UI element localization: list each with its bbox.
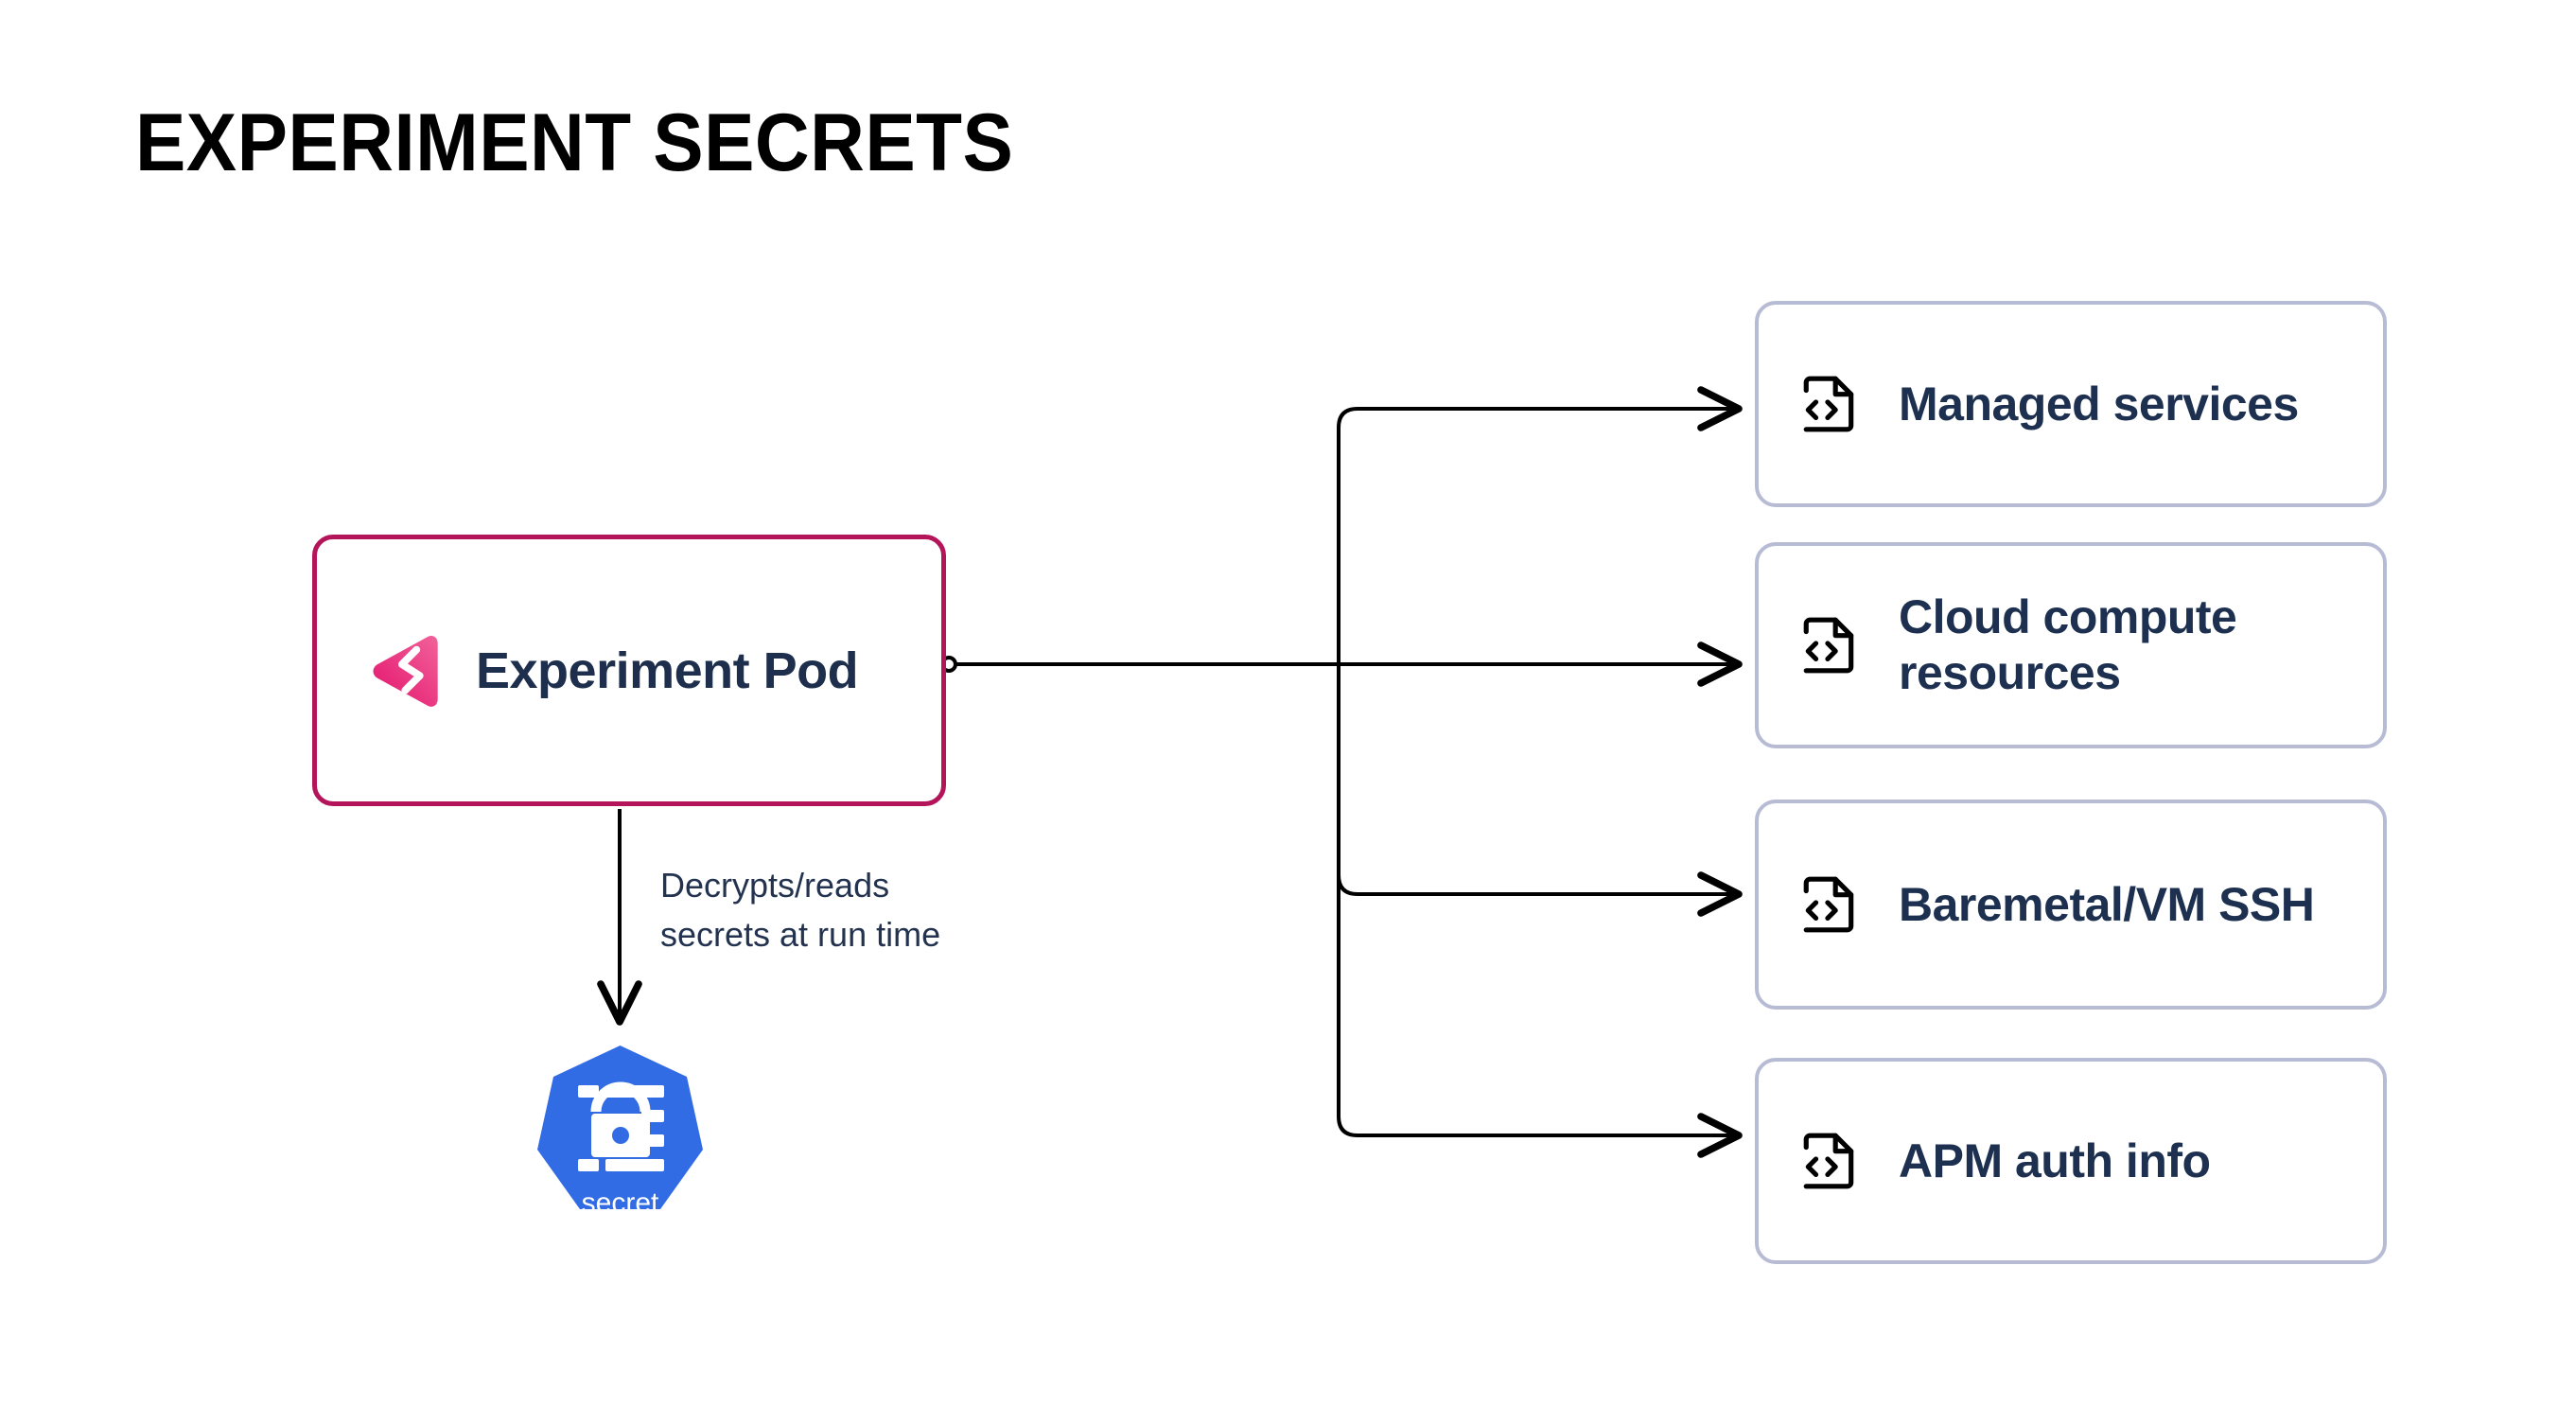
file-code-icon	[1803, 1133, 1854, 1189]
secret-node-label: secret	[581, 1187, 659, 1219]
target-card-managed-services[interactable]: Managed services	[1755, 301, 2387, 507]
edge-annotation-label: Decrypts/reads secrets at run time	[660, 866, 941, 955]
connector-branch-baremetal-ssh	[1337, 871, 1743, 917]
experiment-pod-node[interactable]: Experiment Pod	[312, 535, 946, 806]
file-code-icon	[1803, 876, 1854, 933]
target-card-label: Baremetal/VM SSH	[1899, 877, 2315, 931]
file-code-icon	[1803, 376, 1854, 432]
target-card-label: APM auth info	[1899, 1134, 2211, 1187]
connector-branch-managed-services	[1337, 386, 1743, 431]
connector-branch-apm-auth	[1337, 1113, 1743, 1158]
gremlin-logo-icon	[373, 635, 438, 707]
kubernetes-secret-node[interactable]: secret	[537, 1044, 703, 1242]
target-card-baremetal-vm-ssh[interactable]: Baremetal/VM SSH	[1755, 800, 2387, 1010]
file-code-icon	[1803, 617, 1854, 674]
experiment-pod-label: Experiment Pod	[476, 641, 859, 699]
target-card-apm-auth-info[interactable]: APM auth info	[1755, 1058, 2387, 1264]
target-card-label: Cloud compute resources	[1899, 590, 2237, 699]
kubernetes-secret-icon	[537, 1046, 703, 1209]
target-card-cloud-compute-resources[interactable]: Cloud compute resources	[1755, 542, 2387, 748]
target-card-label: Managed services	[1899, 377, 2299, 431]
page-title: EXPERIMENT SECRETS	[135, 97, 1014, 188]
